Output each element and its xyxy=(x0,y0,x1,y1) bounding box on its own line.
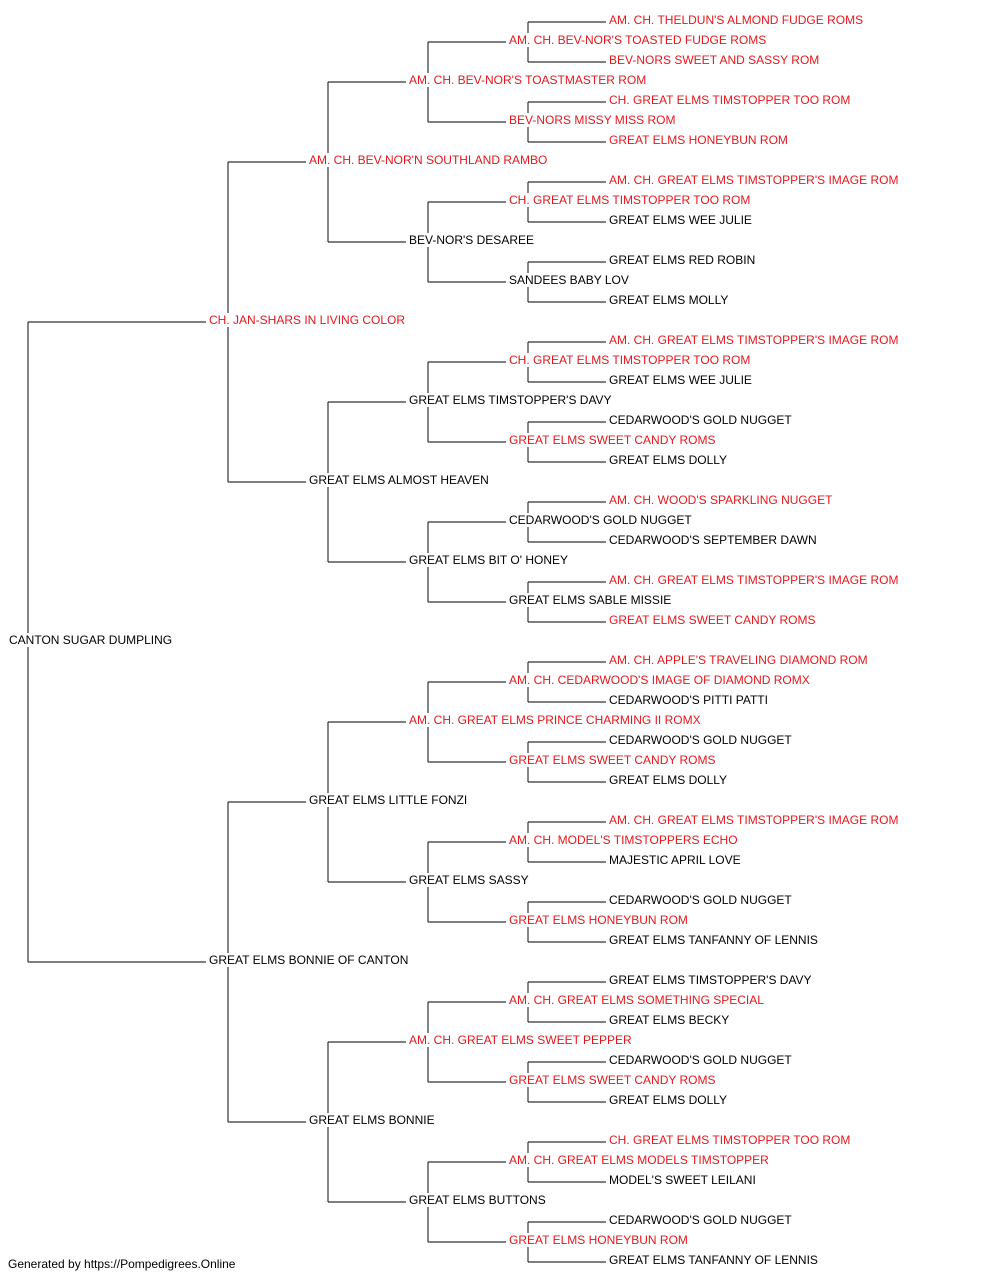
pedigree-entry-gen5: GREAT ELMS TANFANNY OF LENNIS xyxy=(608,933,819,947)
pedigree-entry-gen5: AM. CH. THELDUN'S ALMOND FUDGE ROMS xyxy=(608,13,865,27)
pedigree-entry-gen3: GREAT ELMS TIMSTOPPER'S DAVY xyxy=(408,393,613,407)
pedigree-entry-gen4: CH. GREAT ELMS TIMSTOPPER TOO ROM xyxy=(508,193,752,207)
pedigree-entry-gen4: AM. CH. GREAT ELMS MODELS TIMSTOPPER xyxy=(508,1153,770,1167)
pedigree-entry-gen4: SANDEES BABY LOV xyxy=(508,273,630,287)
pedigree-entry-gen5: AM. CH. GREAT ELMS TIMSTOPPER'S IMAGE RO… xyxy=(608,573,900,587)
pedigree-entry-gen5: GREAT ELMS MOLLY xyxy=(608,293,730,307)
pedigree-entry-gen4: GREAT ELMS HONEYBUN ROM xyxy=(508,913,689,927)
pedigree-entry-gen5: CEDARWOOD'S SEPTEMBER DAWN xyxy=(608,533,818,547)
pedigree-entry-gen2: GREAT ELMS BONNIE xyxy=(308,1113,436,1127)
pedigree-entry-gen4: GREAT ELMS SWEET CANDY ROMS xyxy=(508,753,717,767)
pedigree-entry-gen3: BEV-NOR'S DESAREE xyxy=(408,233,535,247)
pedigree-entry-gen3: AM. CH. GREAT ELMS SWEET PEPPER xyxy=(408,1033,633,1047)
pedigree-entry-gen5: CEDARWOOD'S PITTI PATTI xyxy=(608,693,769,707)
pedigree-entry-gen2: GREAT ELMS LITTLE FONZI xyxy=(308,793,469,807)
pedigree-entry-gen5: GREAT ELMS SWEET CANDY ROMS xyxy=(608,613,817,627)
pedigree-entry-gen2: AM. CH. BEV-NOR'N SOUTHLAND RAMBO xyxy=(308,153,549,167)
pedigree-entry-gen3: GREAT ELMS BUTTONS xyxy=(408,1193,547,1207)
pedigree-entry-gen5: GREAT ELMS DOLLY xyxy=(608,773,729,787)
pedigree-entry-gen5: MAJESTIC APRIL LOVE xyxy=(608,853,742,867)
pedigree-entry-gen5: GREAT ELMS WEE JULIE xyxy=(608,213,753,227)
pedigree-entry-gen4: GREAT ELMS HONEYBUN ROM xyxy=(508,1233,689,1247)
pedigree-entry-gen5: GREAT ELMS BECKY xyxy=(608,1013,731,1027)
pedigree-entry-gen5: MODEL'S SWEET LEILANI xyxy=(608,1173,757,1187)
pedigree-entry-gen5: CEDARWOOD'S GOLD NUGGET xyxy=(608,733,793,747)
pedigree-entry-gen1: CH. JAN-SHARS IN LIVING COLOR xyxy=(208,313,407,327)
pedigree-entry-gen5: GREAT ELMS TIMSTOPPER'S DAVY xyxy=(608,973,813,987)
pedigree-entry-gen5: CEDARWOOD'S GOLD NUGGET xyxy=(608,893,793,907)
pedigree-entry-gen5: AM. CH. GREAT ELMS TIMSTOPPER'S IMAGE RO… xyxy=(608,173,900,187)
pedigree-entry-gen3: AM. CH. GREAT ELMS PRINCE CHARMING II RO… xyxy=(408,713,702,727)
pedigree-entry-gen5: AM. CH. APPLE'S TRAVELING DIAMOND ROM xyxy=(608,653,869,667)
pedigree-entry-gen5: AM. CH. GREAT ELMS TIMSTOPPER'S IMAGE RO… xyxy=(608,813,900,827)
pedigree-entry-gen5: AM. CH. WOOD'S SPARKLING NUGGET xyxy=(608,493,834,507)
pedigree-entry-gen5: GREAT ELMS WEE JULIE xyxy=(608,373,753,387)
pedigree-entry-gen5: CEDARWOOD'S GOLD NUGGET xyxy=(608,413,793,427)
pedigree-entry-gen5: GREAT ELMS TANFANNY OF LENNIS xyxy=(608,1253,819,1267)
pedigree-entry-gen5: CH. GREAT ELMS TIMSTOPPER TOO ROM xyxy=(608,1133,852,1147)
pedigree-entry-gen1: GREAT ELMS BONNIE OF CANTON xyxy=(208,953,410,967)
pedigree-entry-gen3: AM. CH. BEV-NOR'S TOASTMASTER ROM xyxy=(408,73,648,87)
pedigree-entry-gen4: AM. CH. CEDARWOOD'S IMAGE OF DIAMOND ROM… xyxy=(508,673,811,687)
pedigree-entry-gen5: AM. CH. GREAT ELMS TIMSTOPPER'S IMAGE RO… xyxy=(608,333,900,347)
pedigree-entry-gen4: AM. CH. GREAT ELMS SOMETHING SPECIAL xyxy=(508,993,765,1007)
footer-credit: Generated by https://Pompedigrees.Online xyxy=(8,1257,236,1271)
pedigree-entry-gen5: CEDARWOOD'S GOLD NUGGET xyxy=(608,1053,793,1067)
pedigree-entry-gen2: GREAT ELMS ALMOST HEAVEN xyxy=(308,473,490,487)
pedigree-entry-gen5: BEV-NORS SWEET AND SASSY ROM xyxy=(608,53,821,67)
pedigree-entry-gen4: GREAT ELMS SABLE MISSIE xyxy=(508,593,673,607)
pedigree-entry-gen5: CH. GREAT ELMS TIMSTOPPER TOO ROM xyxy=(608,93,852,107)
pedigree-entry-gen4: AM. CH. BEV-NOR'S TOASTED FUDGE ROMS xyxy=(508,33,768,47)
pedigree-entry-gen4: BEV-NORS MISSY MISS ROM xyxy=(508,113,677,127)
pedigree-entry-gen4: GREAT ELMS SWEET CANDY ROMS xyxy=(508,433,717,447)
pedigree-entry-gen3: GREAT ELMS BIT O' HONEY xyxy=(408,553,569,567)
pedigree-entry-gen0: CANTON SUGAR DUMPLING xyxy=(8,633,174,647)
pedigree-entry-gen4: AM. CH. MODEL'S TIMSTOPPERS ECHO xyxy=(508,833,739,847)
pedigree-entry-gen5: GREAT ELMS DOLLY xyxy=(608,1093,729,1107)
pedigree-entry-gen4: GREAT ELMS SWEET CANDY ROMS xyxy=(508,1073,717,1087)
pedigree-entry-gen5: GREAT ELMS RED ROBIN xyxy=(608,253,757,267)
pedigree-entry-gen4: CEDARWOOD'S GOLD NUGGET xyxy=(508,513,693,527)
pedigree-entry-gen5: GREAT ELMS DOLLY xyxy=(608,453,729,467)
pedigree-entry-gen5: CEDARWOOD'S GOLD NUGGET xyxy=(608,1213,793,1227)
pedigree-entry-gen5: GREAT ELMS HONEYBUN ROM xyxy=(608,133,789,147)
pedigree-entry-gen4: CH. GREAT ELMS TIMSTOPPER TOO ROM xyxy=(508,353,752,367)
pedigree-entry-gen3: GREAT ELMS SASSY xyxy=(408,873,530,887)
